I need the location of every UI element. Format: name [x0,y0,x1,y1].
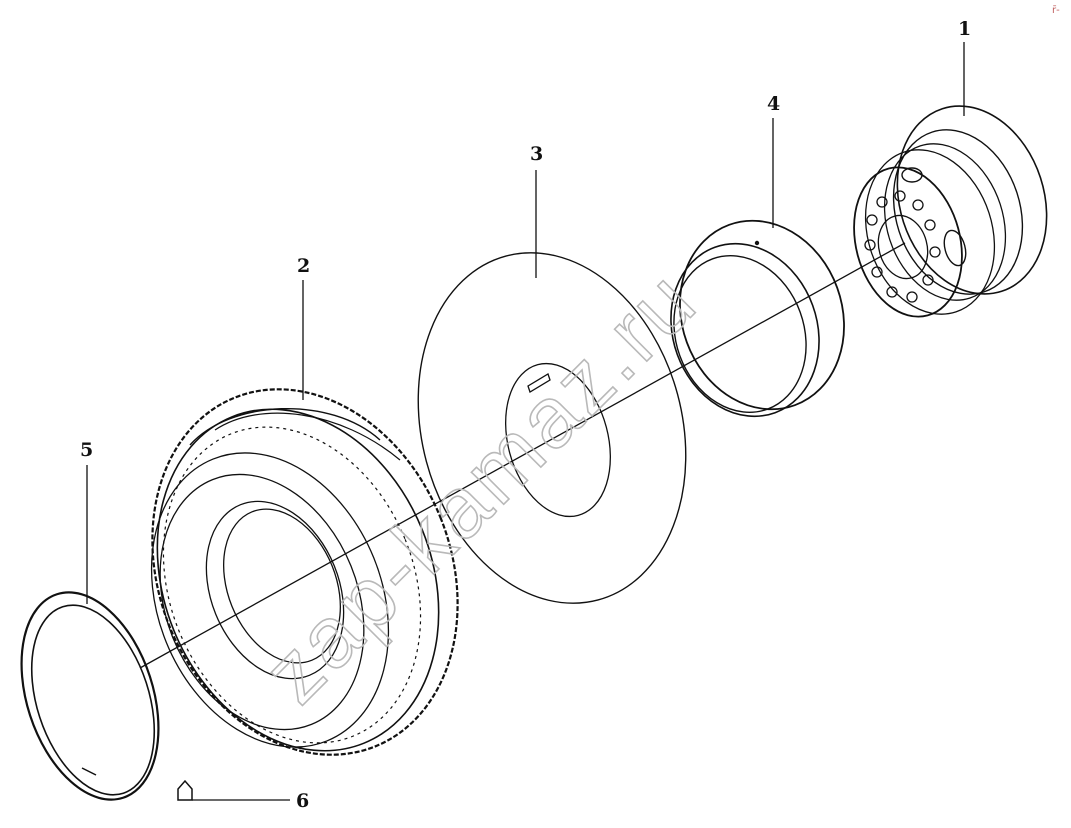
valve-cap-icon [177,779,290,801]
tire-part [150,388,459,756]
assembly-axis [139,242,906,669]
watermark-text: zap-kamaz.ru [246,251,716,721]
rim-flap-part [417,252,687,604]
leader-lines [86,42,965,604]
callout-4: 4 [767,93,780,115]
wheel-disc-part [853,105,1048,318]
callout-labels: 1 2 3 4 5 6 [80,18,971,812]
bolt-holes [864,190,941,303]
callout-3: 3 [530,143,543,165]
side-ring-part [670,219,845,418]
callout-6: 6 [296,790,309,812]
lock-ring-part [20,591,160,801]
callout-5: 5 [80,439,93,461]
callout-1: 1 [958,18,971,40]
corner-mark: r̄- [1052,5,1060,16]
callout-2: 2 [297,255,310,277]
